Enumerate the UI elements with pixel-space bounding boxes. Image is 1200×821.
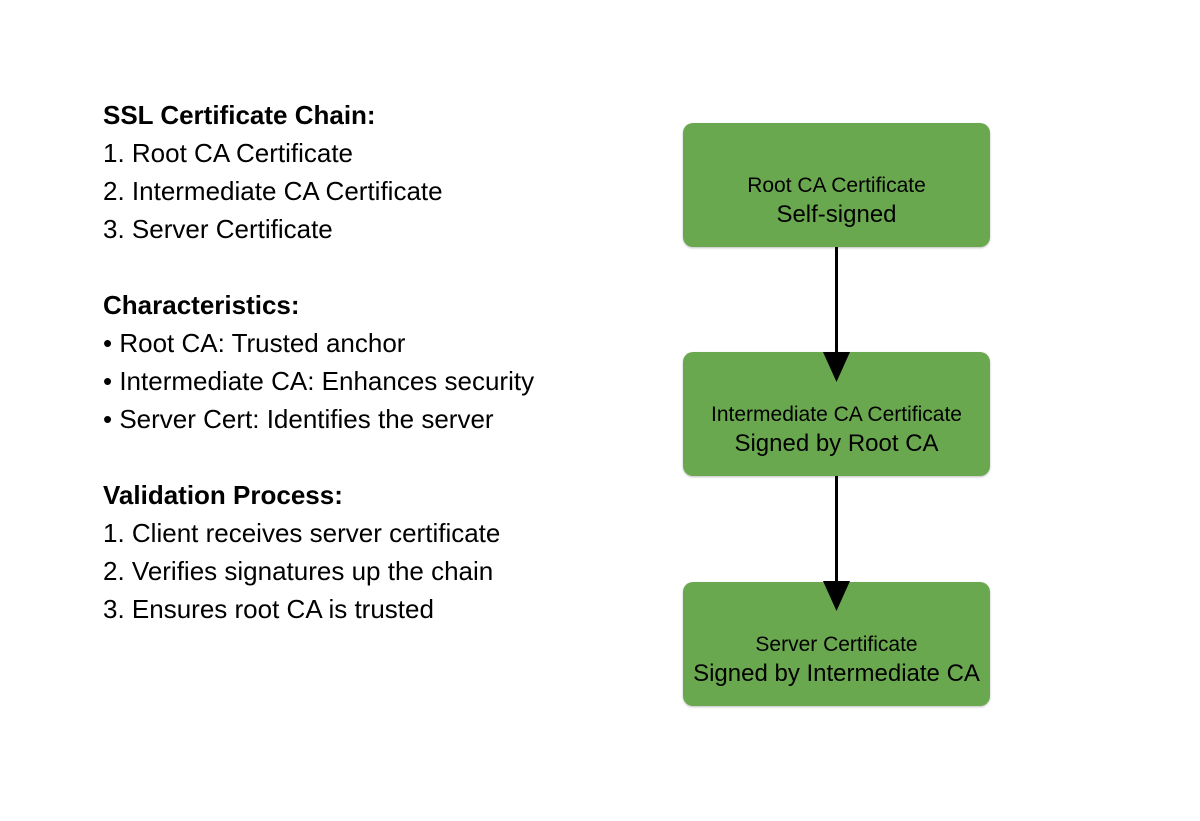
list-item: 1. Client receives server certificate [103, 518, 501, 548]
cert-box-subtitle: Self-signed [776, 200, 897, 228]
list-item: 1. Root CA Certificate [103, 138, 353, 168]
list-item: 2. Verifies signatures up the chain [103, 556, 494, 586]
list-item: • Server Cert: Identifies the server [103, 404, 494, 434]
list-item: 2. Intermediate CA Certificate [103, 176, 443, 206]
list-item: • Intermediate CA: Enhances security [103, 366, 535, 396]
cert-box-root-ca: Root CA Certificate Self-signed [683, 123, 990, 247]
section-characteristics: Characteristics: • Root CA: Trusted anch… [103, 286, 583, 438]
cert-box-subtitle: Signed by Intermediate CA [693, 659, 980, 687]
section-heading: SSL Certificate Chain: [103, 100, 376, 130]
cert-box-title: Intermediate CA Certificate [711, 402, 962, 426]
section-heading: Characteristics: [103, 290, 300, 320]
section-heading: Validation Process: [103, 480, 343, 510]
cert-box-intermediate-ca: Intermediate CA Certificate Signed by Ro… [683, 352, 990, 476]
cert-box-title: Server Certificate [755, 632, 918, 656]
notes-panel: SSL Certificate Chain: 1. Root CA Certif… [103, 96, 583, 628]
section-validation-process: Validation Process: 1. Client receives s… [103, 476, 583, 628]
cert-box-subtitle: Signed by Root CA [734, 429, 939, 457]
cert-box-server: Server Certificate Signed by Intermediat… [683, 582, 990, 706]
section-ssl-certificate-chain: SSL Certificate Chain: 1. Root CA Certif… [103, 96, 583, 248]
list-item: 3. Server Certificate [103, 214, 333, 244]
list-item: 3. Ensures root CA is trusted [103, 594, 434, 624]
list-item: • Root CA: Trusted anchor [103, 328, 406, 358]
cert-box-title: Root CA Certificate [747, 173, 926, 197]
